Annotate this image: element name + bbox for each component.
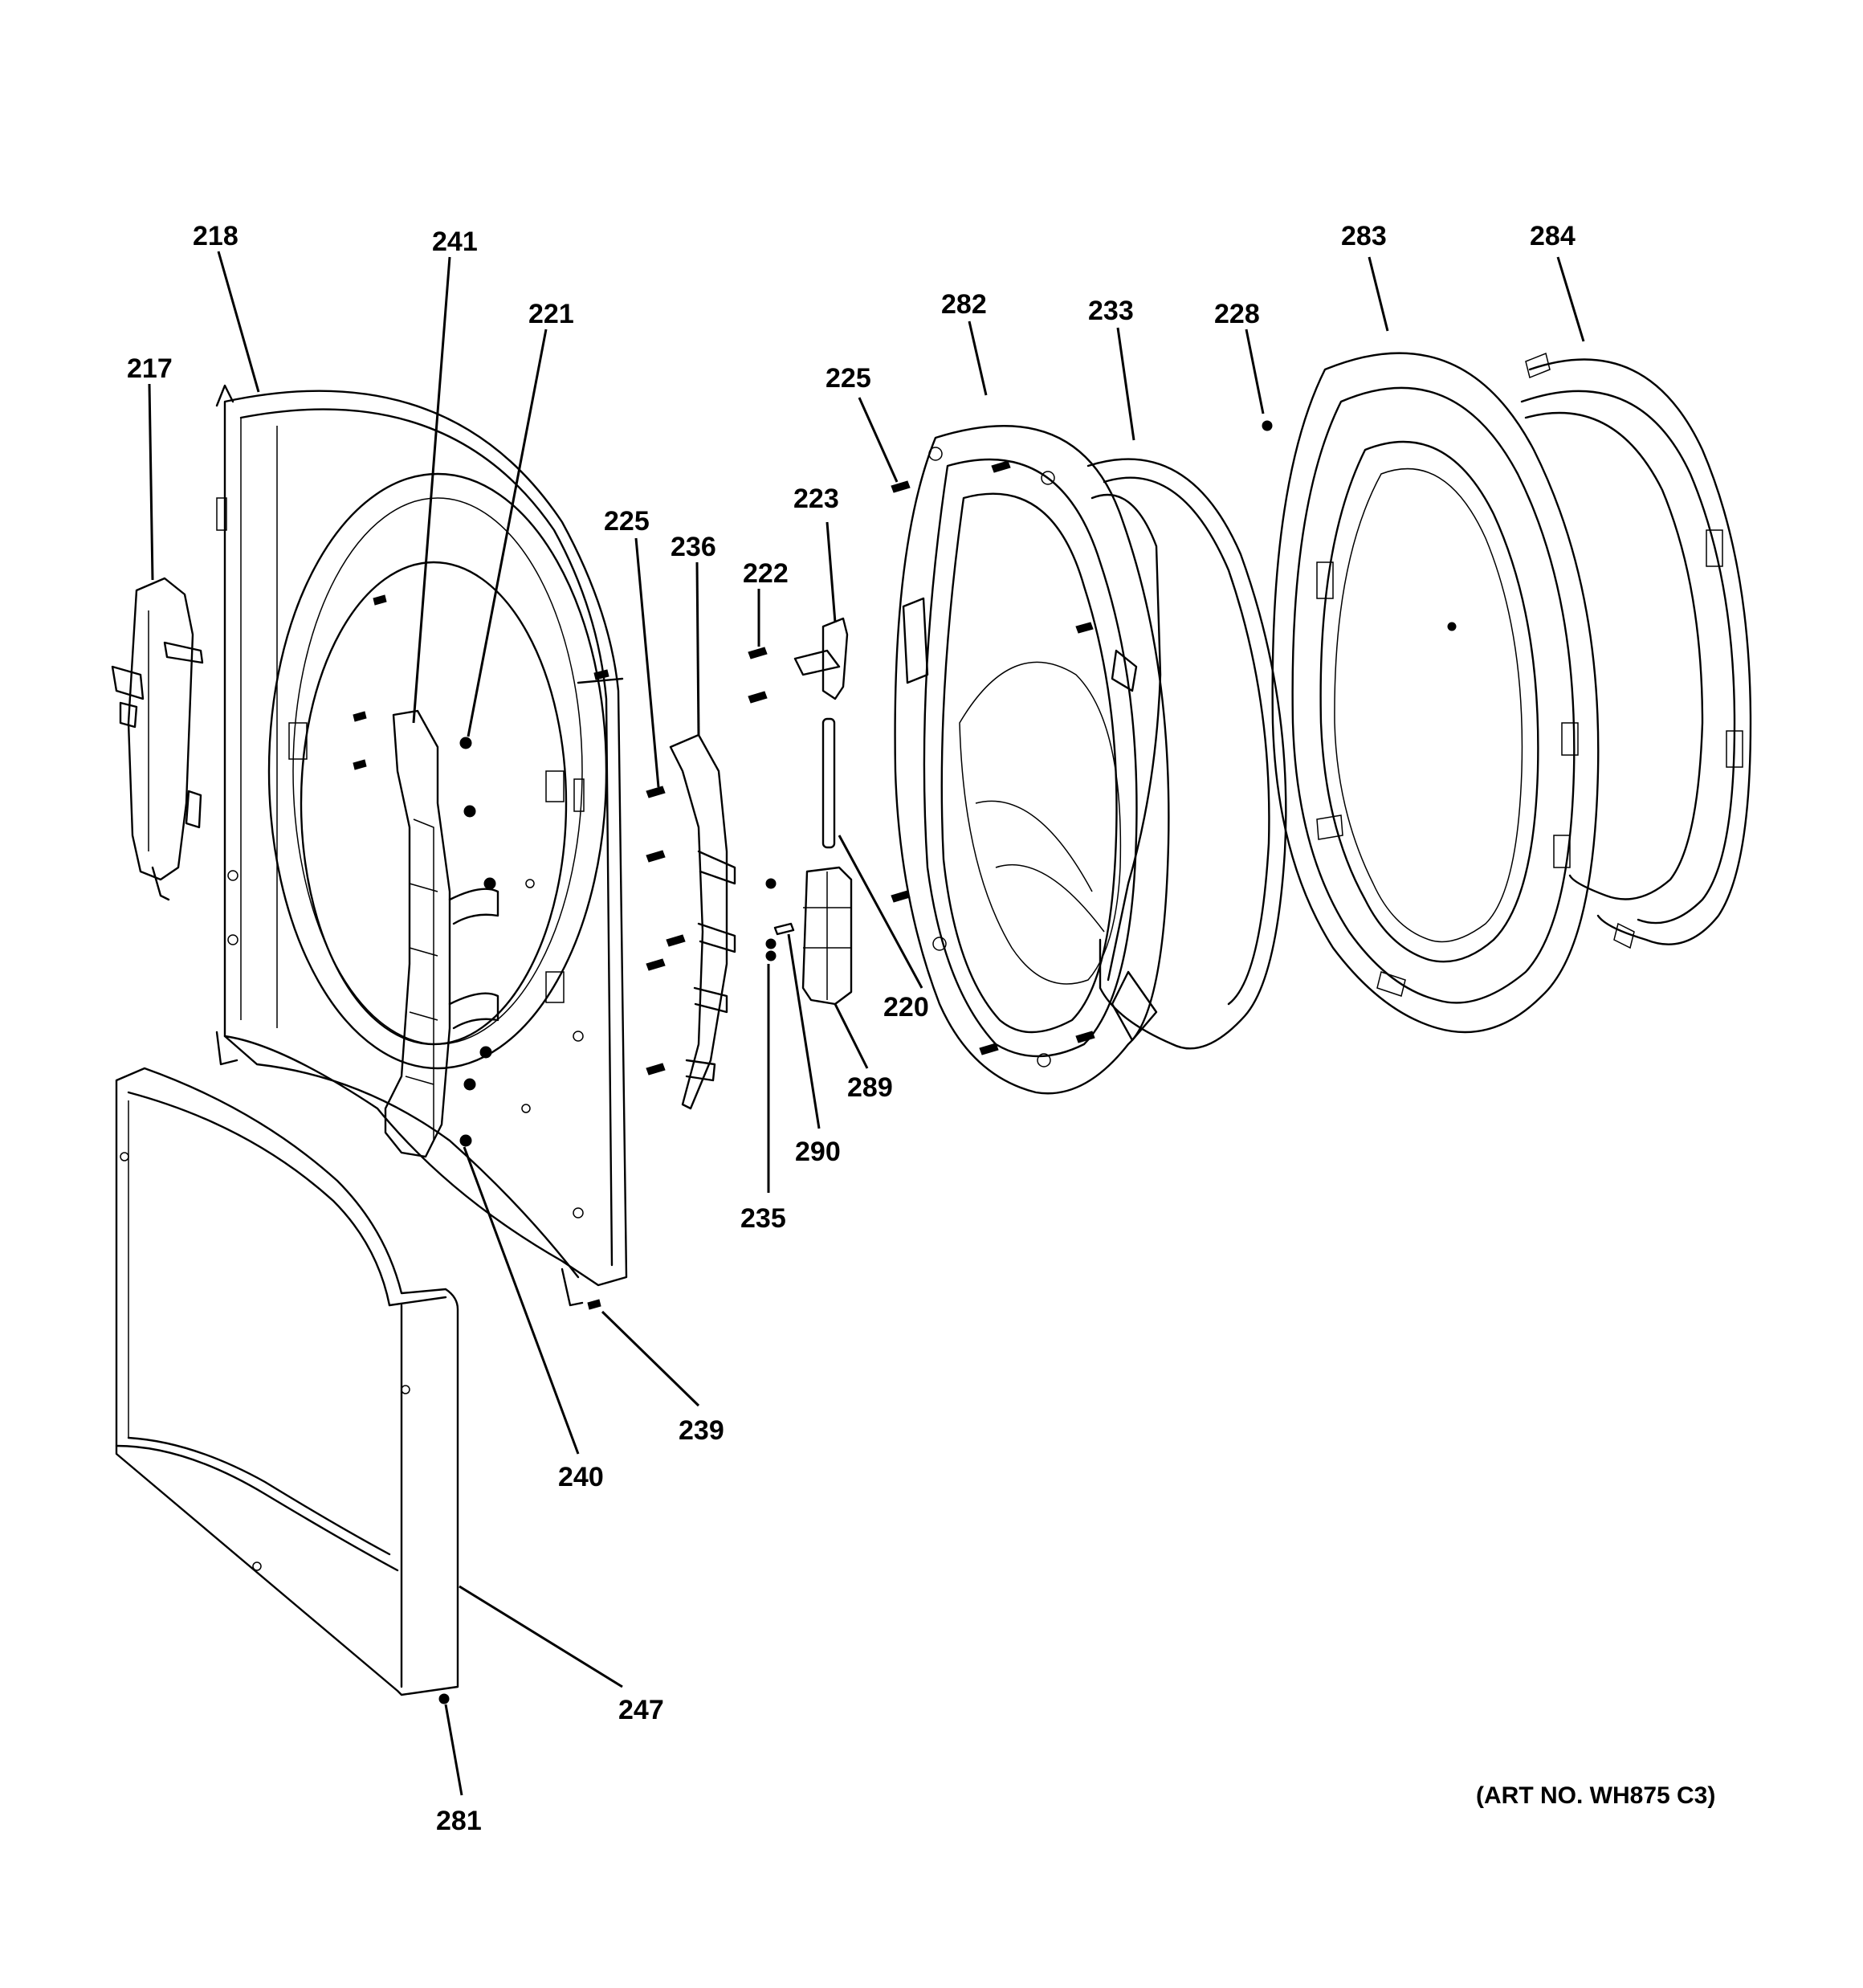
- part-284-door-trim[interactable]: [1520, 352, 1752, 949]
- part-220-rod[interactable]: [821, 717, 836, 849]
- callout-283: 283: [1341, 221, 1387, 251]
- part-281-screw[interactable]: [438, 1693, 450, 1704]
- callout-labels: 218 241 221 217 225 236 222 223 225 282 …: [127, 221, 1715, 1836]
- part-222-screws[interactable]: [748, 647, 768, 704]
- callout-290: 290: [795, 1137, 841, 1167]
- part-241-door-hinge[interactable]: [384, 709, 499, 1158]
- callout-218: 218: [193, 221, 238, 251]
- part-236-hinge-cover[interactable]: [669, 733, 736, 1110]
- callout-241: 241: [432, 227, 478, 257]
- callout-281: 281: [436, 1806, 482, 1836]
- callout-221: 221: [528, 299, 574, 329]
- callout-235: 235: [740, 1203, 786, 1234]
- callout-222: 222: [743, 558, 789, 589]
- callout-228: 228: [1214, 299, 1260, 329]
- part-217-door-lock[interactable]: [111, 577, 204, 901]
- callout-233: 233: [1088, 296, 1134, 326]
- callout-289: 289: [847, 1072, 893, 1103]
- callout-220: 220: [883, 992, 929, 1023]
- part-235-screws[interactable]: [765, 878, 777, 961]
- part-225-screws-left[interactable]: [646, 786, 686, 1076]
- part-282-door-frame[interactable]: [891, 425, 1170, 1095]
- art-number: (ART NO. WH875 C3): [1476, 1782, 1715, 1809]
- part-223-latch[interactable]: [793, 617, 849, 700]
- callout-284: 284: [1530, 221, 1576, 251]
- callout-240: 240: [558, 1462, 604, 1492]
- callout-239: 239: [679, 1415, 724, 1446]
- part-283-door-ring[interactable]: [1271, 352, 1600, 1034]
- callout-217: 217: [127, 353, 173, 384]
- part-289-latch-body[interactable]: [801, 866, 853, 1006]
- callout-247: 247: [618, 1695, 664, 1725]
- part-218-front-panel[interactable]: [215, 384, 628, 1307]
- callout-225-right: 225: [826, 363, 871, 394]
- callout-282: 282: [941, 289, 987, 320]
- part-247-kick-panel[interactable]: [115, 1067, 459, 1696]
- part-233-door-glass[interactable]: [959, 458, 1287, 1050]
- callout-223: 223: [793, 484, 839, 514]
- leader-lines: [148, 251, 1585, 1796]
- part-228-screw[interactable]: [1262, 420, 1273, 431]
- callout-225-left: 225: [604, 506, 650, 537]
- part-221-hinge-screws[interactable]: [353, 594, 609, 1147]
- part-239-screw[interactable]: [587, 1299, 601, 1310]
- callout-236: 236: [671, 532, 716, 562]
- part-290-pin[interactable]: [773, 922, 795, 936]
